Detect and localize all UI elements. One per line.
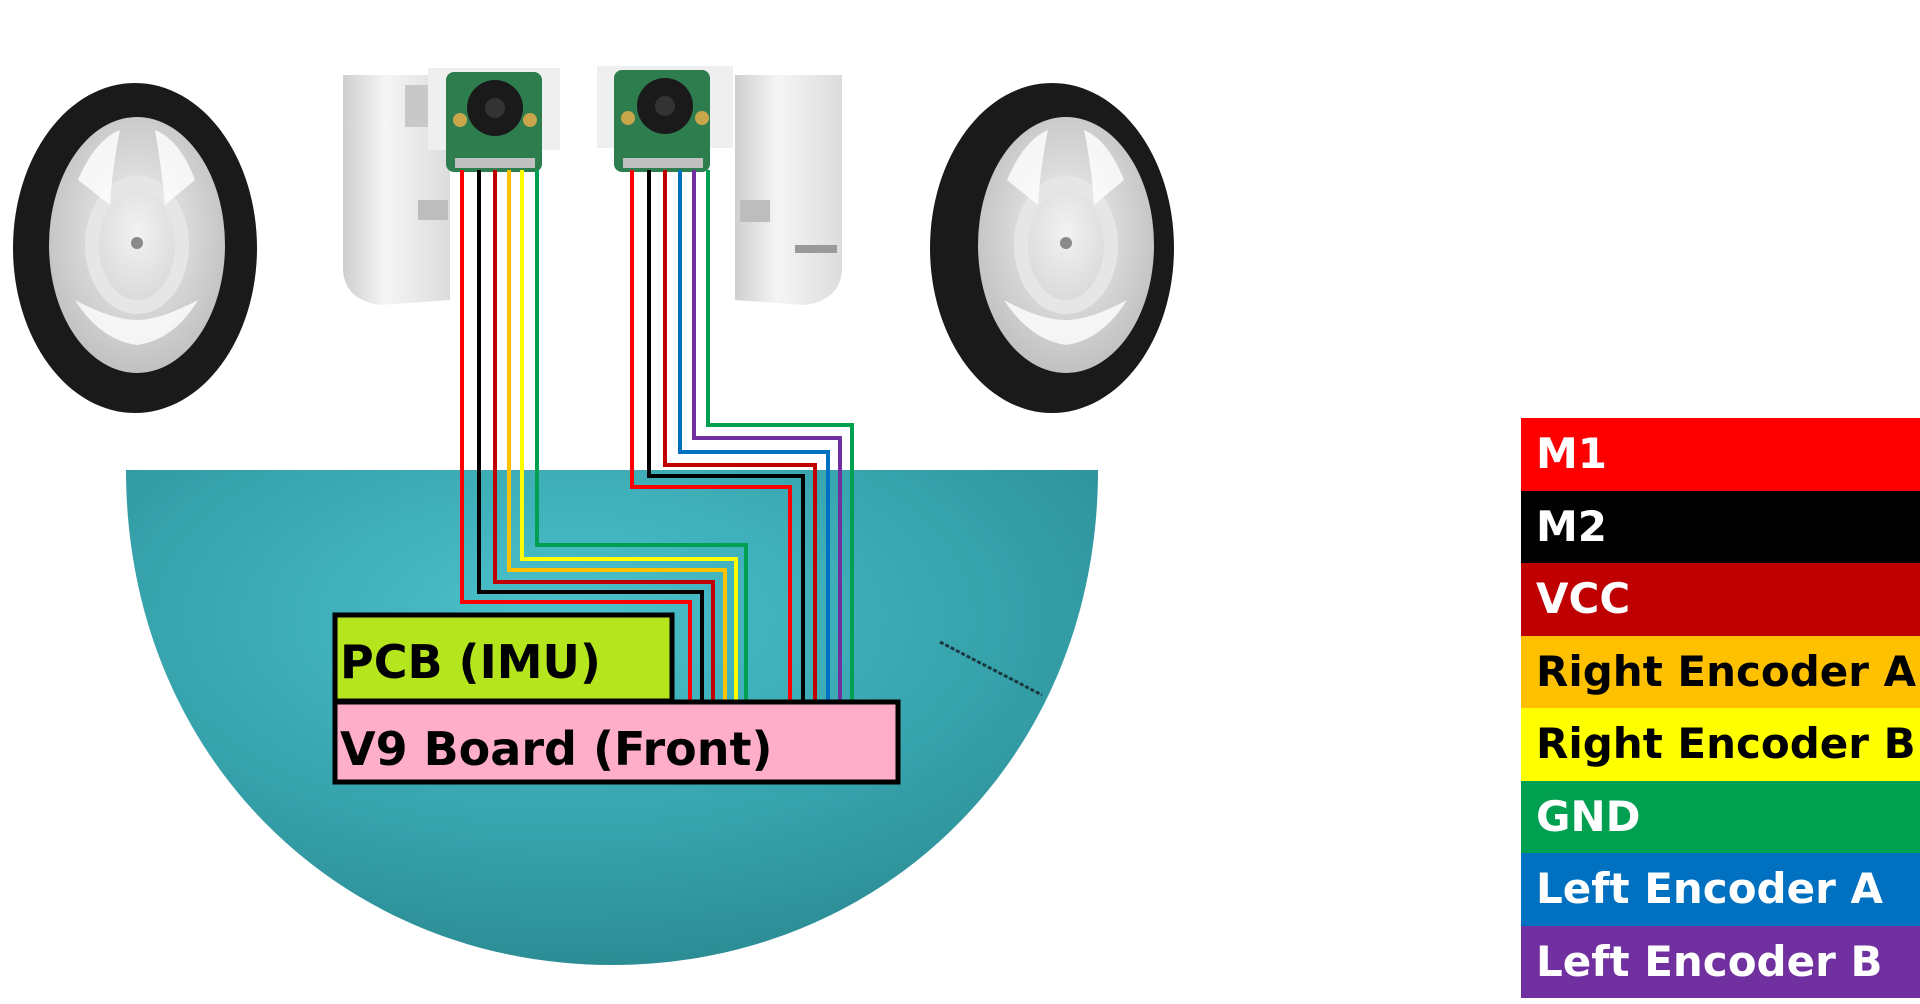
v9-board-label: V9 Board (Front) [340,722,773,776]
left-motor-bracket [343,75,450,305]
right-encoder-board [597,66,733,172]
wire-m2-left [477,170,704,700]
wire-m1-left [460,170,692,700]
left-encoder-board [428,68,560,172]
legend-item-vcc: VCC [1521,563,1920,636]
wire-left-encoder-b [692,170,842,700]
wire-gnd-right [706,170,854,700]
legend-item-gnd: GND [1521,780,1920,853]
wire-vcc-left [493,170,715,700]
pcb-imu-board: PCB (IMU) [332,612,675,704]
wire-vcc-right [663,170,817,700]
legend-item-right-encoder-b: Right Encoder B [1521,708,1920,781]
wire-right-encoder-b [520,170,738,700]
wire-m2-right [647,170,805,700]
chassis-mark [939,640,1043,697]
legend-item-right-encoder-a: Right Encoder A [1521,635,1920,708]
left-encoder-wires [460,170,748,700]
wire-left-encoder-a [678,170,830,700]
right-wheel [930,83,1174,413]
legend-item-m1: M1 [1521,418,1920,491]
legend-item-left-encoder-b: Left Encoder B [1521,925,1920,998]
wire-m1-right [630,170,792,700]
legend-item-left-encoder-a: Left Encoder A [1521,853,1920,926]
left-wheel [13,83,257,413]
pcb-imu-label: PCB (IMU) [340,635,601,689]
right-motor-bracket [735,75,842,305]
legend-item-m2: M2 [1521,490,1920,563]
v9-board: V9 Board (Front) [332,699,901,785]
right-encoder-wires [630,170,854,700]
wire-right-encoder-a [507,170,727,700]
wire-gnd-left [535,170,748,700]
